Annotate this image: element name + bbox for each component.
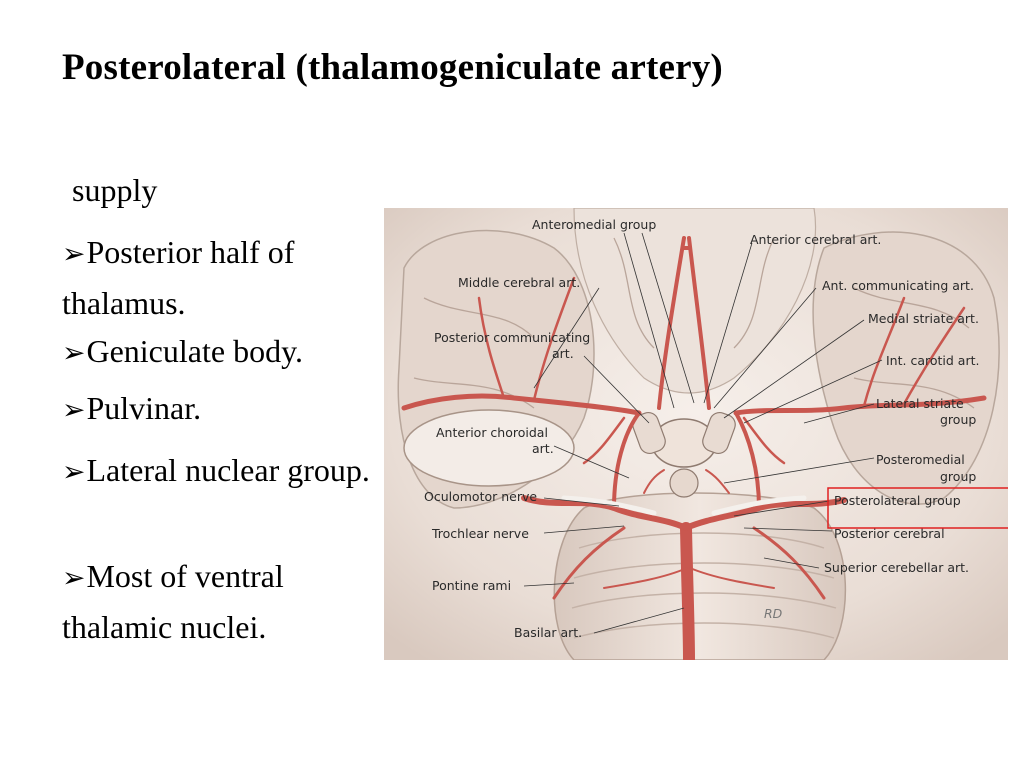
bullet-item: ➢Posterior half of thalamus. <box>62 228 372 327</box>
bullet-text: Pulvinar. <box>86 390 202 426</box>
brain-artery-illustration: Anteromedial group Anterior cerebral art… <box>384 208 1008 660</box>
slide-title: Posterolateral (thalamogeniculate artery… <box>62 47 723 88</box>
right-optic-tract <box>702 411 736 455</box>
bullet-item: ➢Geniculate body. <box>62 327 372 378</box>
label-basilar-art: Basilar art. <box>514 625 582 640</box>
right-temporal-lobe <box>812 231 1000 505</box>
label-superior-cerebellar-art: Superior cerebellar art. <box>824 560 969 575</box>
bullet-item: ➢Lateral nuclear group. <box>62 446 372 497</box>
artery-network <box>401 236 987 660</box>
label-posteromedial: Posteromedial <box>876 452 965 467</box>
label-medial-striate-art: Medial striate art. <box>868 311 979 326</box>
bullet-text: Lateral nuclear group. <box>86 452 370 488</box>
label-posteromedial-group: group <box>940 469 976 484</box>
label-oculomotor-nerve: Oculomotor nerve <box>424 489 537 504</box>
bullet-text: Most of ventral thalamic nuclei. <box>62 558 284 645</box>
leader-lines <box>523 232 883 634</box>
label-posterior-communicating: Posterior communicating <box>434 330 590 345</box>
label-pontine-rami: Pontine rami <box>432 578 511 593</box>
label-ant-communicating-art: Ant. communicating art. <box>822 278 974 293</box>
label-middle-cerebral-art: Middle cerebral art. <box>458 275 580 290</box>
label-anterior-choroidal-art: art. <box>532 441 554 456</box>
label-int-carotid-art: Int. carotid art. <box>886 353 979 368</box>
pons-brainstem <box>553 492 847 660</box>
bullet-text: Posterior half of thalamus. <box>62 234 295 321</box>
arrow-bullet-icon: ➢ <box>62 239 86 270</box>
cranial-nerves <box>561 495 807 516</box>
label-posterior-communicating-art: art. <box>552 346 574 361</box>
arrow-bullet-icon: ➢ <box>62 395 86 426</box>
label-lateral-striate: Lateral striate <box>876 396 964 411</box>
arrow-bullet-icon: ➢ <box>62 457 86 488</box>
choroidal-plexus-oval <box>403 409 575 487</box>
label-posterolateral-group: Posterolateral group <box>834 493 961 508</box>
label-trochlear-nerve: Trochlear nerve <box>431 526 529 541</box>
bullet-text: Geniculate body. <box>86 333 303 369</box>
artist-signature: RD <box>764 606 783 621</box>
pons-ridges <box>571 532 837 639</box>
arrow-bullet-icon: ➢ <box>62 338 86 369</box>
label-anterior-cerebral-art: Anterior cerebral art. <box>750 232 881 247</box>
bullet-item: ➢Pulvinar. <box>62 384 372 435</box>
arrow-bullet-icon: ➢ <box>62 563 86 594</box>
mammillary-body <box>669 468 699 498</box>
label-posterior-cerebral: Posterior cerebral <box>834 526 945 541</box>
bullet-item: ➢Most of ventral thalamic nuclei. <box>62 552 372 651</box>
label-lateral-striate-group: group <box>940 412 976 427</box>
label-anterior-choroidal: Anterior choroidal <box>436 425 548 440</box>
posterolateral-highlight-box <box>827 487 1008 529</box>
label-anteromedial-group: Anteromedial group <box>532 217 656 232</box>
supply-heading: supply <box>72 172 158 208</box>
left-optic-tract <box>632 411 666 455</box>
